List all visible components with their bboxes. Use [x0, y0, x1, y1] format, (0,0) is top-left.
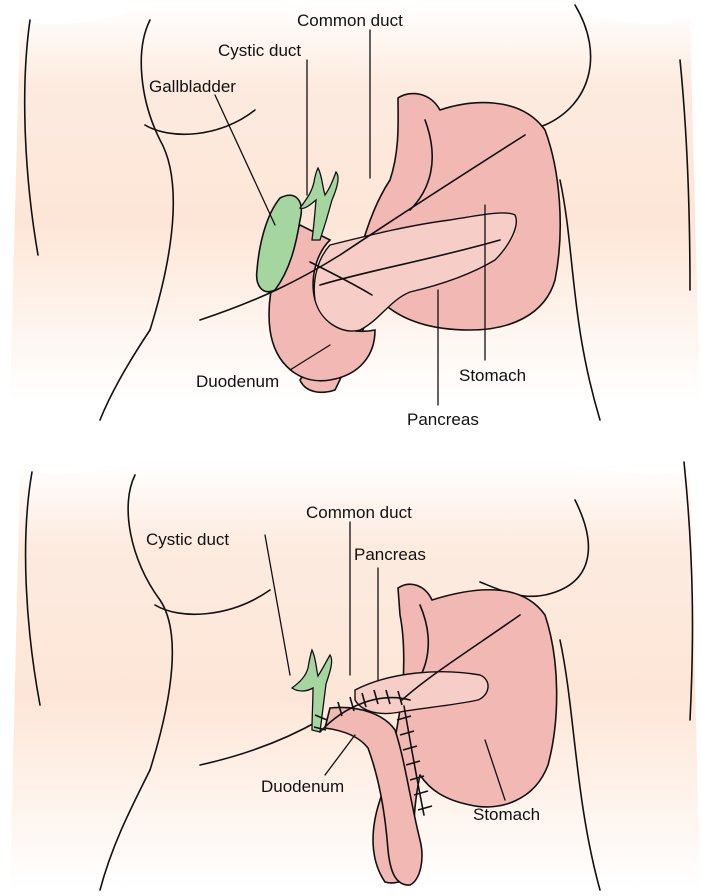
bottom-panel	[10, 460, 700, 890]
bottom-label-pancreas: Pancreas	[354, 545, 426, 564]
bottom-torso-skin	[10, 460, 700, 890]
top-label-common-duct: Common duct	[297, 11, 403, 30]
bottom-label-common-duct: Common duct	[306, 503, 412, 522]
top-label-gallbladder: Gallbladder	[149, 77, 236, 96]
bottom-label-stomach: Stomach	[473, 805, 540, 824]
top-panel	[10, 5, 700, 420]
top-label-stomach: Stomach	[459, 366, 526, 385]
bottom-label-cystic-duct: Cystic duct	[146, 530, 229, 549]
top-label-pancreas: Pancreas	[407, 410, 479, 429]
bottom-label-duodenum: Duodenum	[261, 777, 344, 796]
top-label-cystic-duct: Cystic duct	[218, 41, 301, 60]
top-label-duodenum: Duodenum	[196, 372, 279, 391]
